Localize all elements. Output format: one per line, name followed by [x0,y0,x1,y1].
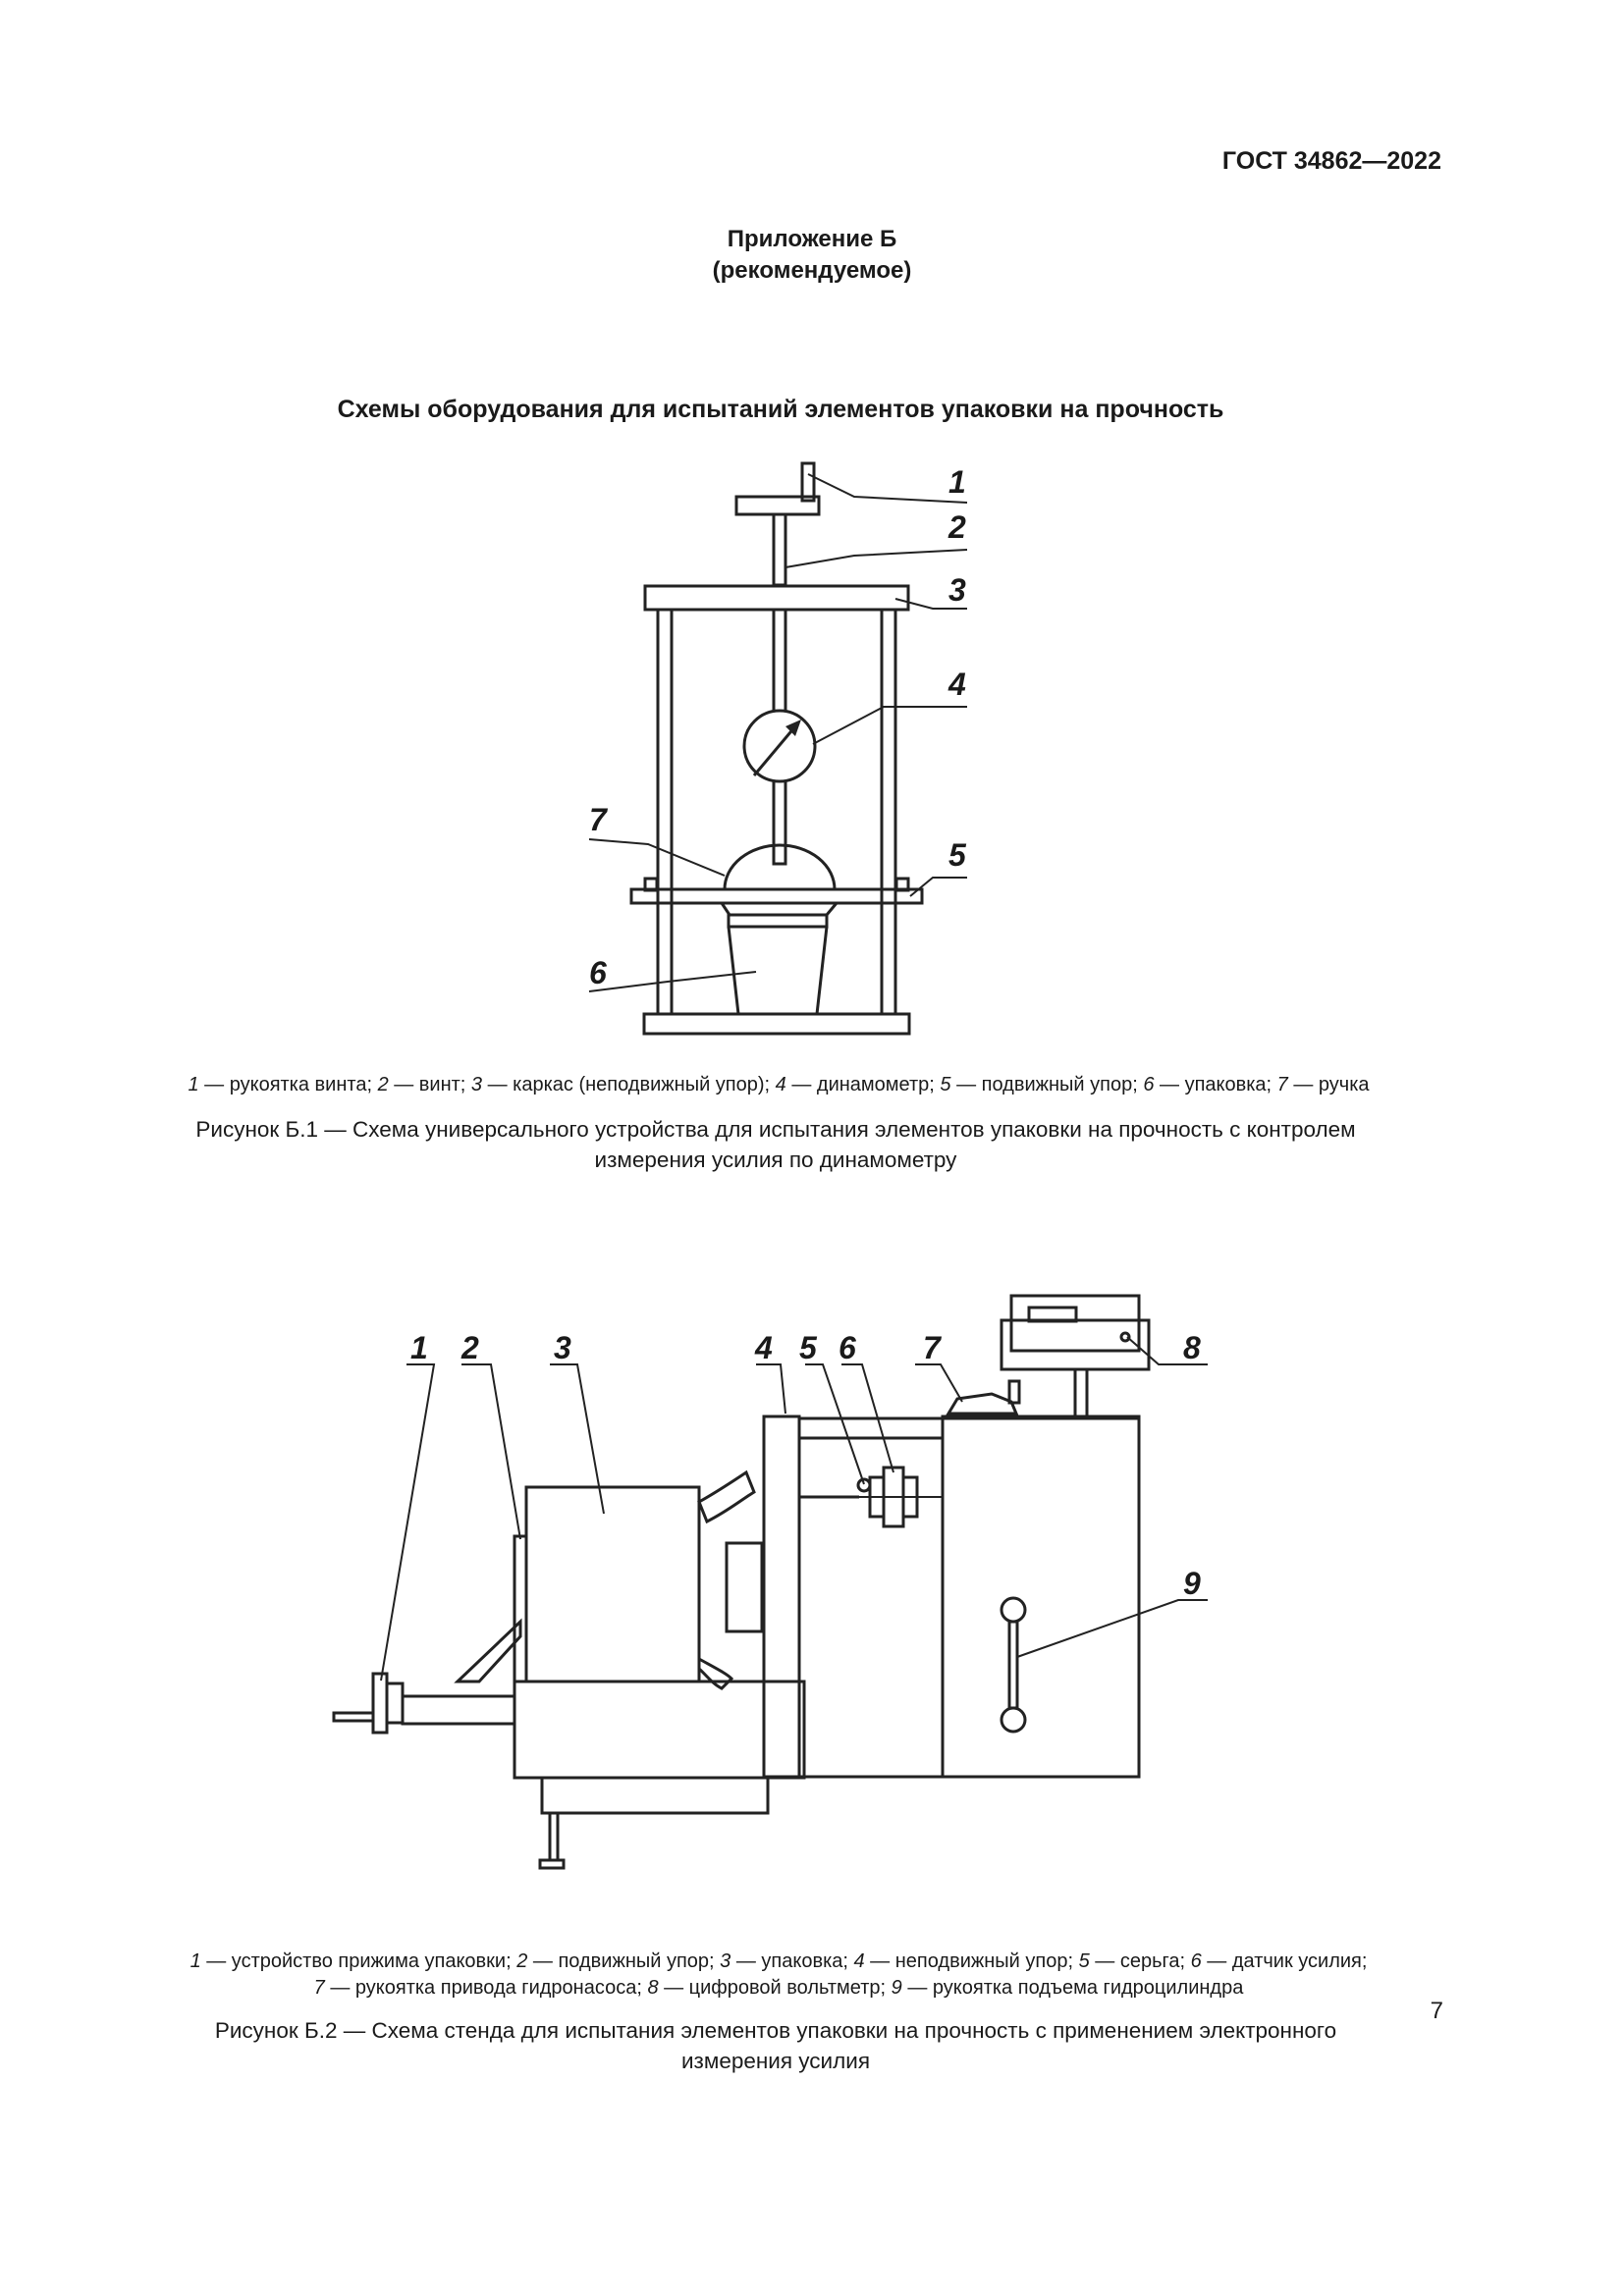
dynamometer-needle-tip-shape [785,720,801,736]
fig1-callout-1: 1 [948,464,966,500]
legend-item: 4 — неподвижный упор; [853,1950,1079,1972]
figure-1-diagram: 1 2 3 4 7 5 6 [588,461,968,1036]
page-number: 7 [1430,1998,1443,2024]
clamp-handle-shape [332,1711,375,1723]
caption-line: Рисунок Б.1 — Схема универсального устро… [195,1117,1356,1142]
package-rim-shape [720,902,839,917]
figure-2-legend: 1 — устройство прижима упаковки; 2 — под… [116,1949,1441,2002]
figure-1-caption: Рисунок Б.1 — Схема универсального устро… [147,1114,1404,1175]
package-body-shape [727,926,829,1016]
appendix-status: (рекомендуемое) [712,257,912,284]
hydrocylinder-shape [725,1541,764,1633]
clamp-pipe-shape [401,1694,516,1726]
legend-item: 1 — рукоятка винта; [188,1074,378,1095]
screw-shape [772,512,787,587]
lift-handle-top-shape [1000,1596,1027,1624]
legend-item: 3 — каркас (неподвижный упор); [470,1074,776,1095]
legend-item: 5 — подвижный упор; [940,1074,1144,1095]
figure-2-caption: Рисунок Б.2 — Схема стенда для испытания… [147,2015,1404,2076]
frame-right-column-shape [880,608,897,1016]
legend-item: 8 — цифровой вольтметр; [647,1977,892,1999]
dynamometer-needle-shape [752,725,797,776]
handle-dome-shape [723,843,837,890]
figure-1-legend: 1 — рукоятка винта; 2 — винт; 3 — каркас… [116,1072,1441,1098]
fig1-callout-7: 7 [589,802,609,837]
caption-line: Рисунок Б.2 — Схема стенда для испытания… [214,2018,1337,2043]
legend-item: 6 — упаковка; [1143,1074,1277,1095]
fig1-callout-6: 6 [589,955,607,990]
section-title: Схемы оборудования для испытаний элемент… [337,396,1224,423]
fig2-callout-6: 6 [839,1330,856,1365]
appendix-title: Приложение Б [727,226,897,252]
legend-item: 1 — устройство прижима упаковки; [189,1950,517,1972]
fig2-callout-9: 9 [1183,1566,1201,1601]
screw-handle-shape [800,461,816,503]
voltmeter-base-shape [1000,1318,1151,1371]
fig2-callout-2: 2 [460,1330,479,1365]
voltmeter-stand-shape [1073,1367,1089,1418]
fig2-callout-8: 8 [1183,1330,1201,1365]
legend-item: 3 — упаковка; [720,1950,854,1972]
package-box-shape [524,1485,701,1683]
legend-item: 2 — винт; [377,1074,471,1095]
legend-item: 7 — ручка [1276,1074,1370,1095]
shackle-shape [856,1477,872,1493]
legend-item: 4 — динамометр; [775,1074,941,1095]
frame-left-column-shape [656,608,674,1016]
legend-item: 5 — серьга; [1078,1950,1191,1972]
frame-base-shape [642,1012,911,1036]
figure-2-diagram: 1 2 3 4 5 6 7 8 9 [332,1294,1208,1870]
fig1-callout-3: 3 [948,572,966,608]
caption-line: измерения усилия по динамометру [594,1148,957,1172]
fig1-callout-2: 2 [947,509,966,545]
lower-frame-shape [513,1680,806,1780]
pump-handle-shape [946,1392,1019,1415]
legend-item: 2 — подвижный упор; [516,1950,721,1972]
caption-line: измерения усилия [680,2049,871,2073]
fig2-callout-1: 1 [410,1330,428,1365]
frame-top-beam-shape [643,584,910,612]
fig1-callout-5: 5 [948,837,967,873]
voltmeter-body-shape [1009,1294,1141,1353]
fig2-callout-4: 4 [754,1330,773,1365]
legend-item: 6 — датчик усилия; [1190,1950,1368,1972]
cabinet-shape [941,1415,1141,1779]
fixed-stop-shape [762,1415,801,1779]
fig2-callout-3: 3 [554,1330,571,1365]
legend-item: 7 — рукоятка привода гидронасоса; [313,1977,648,1999]
legend-item: 9 — рукоятка подъема гидроцилиндра [891,1977,1244,1999]
fig2-callout-5: 5 [799,1330,818,1365]
fig2-callout-7: 7 [923,1330,943,1365]
rod-lower-shape [772,774,787,866]
movable-stop-shape [629,887,924,905]
standard-id: ГОСТ 34862—2022 [1221,147,1441,175]
voltmeter-display-shape [1027,1306,1078,1323]
movable-stop-plate-shape [513,1534,528,1683]
rod-upper-shape [772,608,787,720]
fig1-callout-4: 4 [947,667,966,702]
lift-handle-bottom-shape [1000,1706,1027,1734]
